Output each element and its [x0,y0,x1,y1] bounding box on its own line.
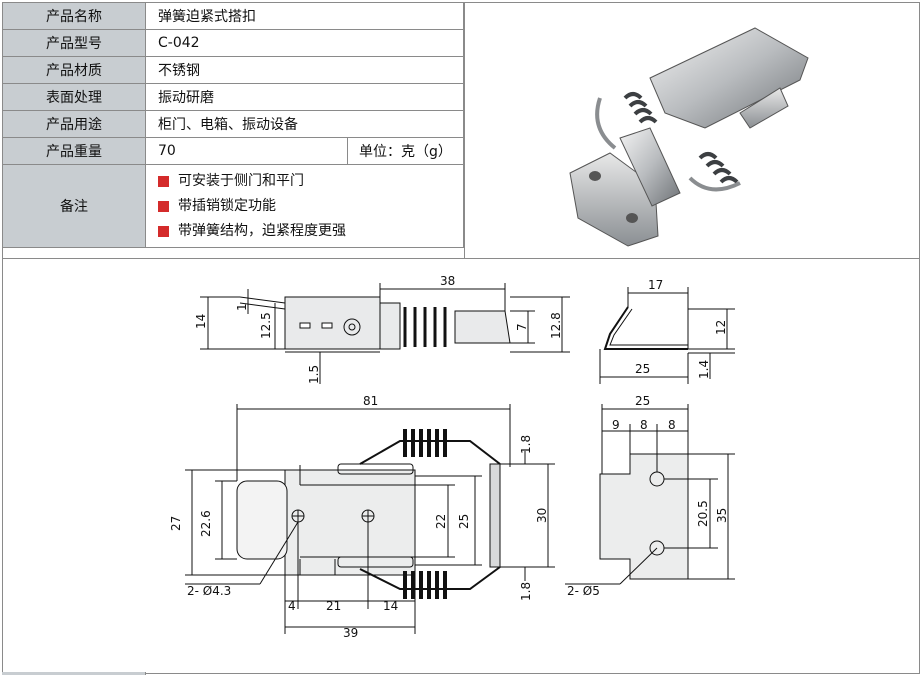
end-view [599,287,735,384]
spec-value: 70 [145,137,348,165]
red-square-bullet-icon [158,175,169,187]
latch-body [649,27,809,129]
dim-label: 1.4 [697,360,711,379]
photo-divider [464,2,465,258]
note-text: 可安装于侧门和平门 [178,172,304,189]
next-table-row-edge [2,672,920,675]
note-text: 带弹簧结构，迫紧程度更强 [178,222,346,239]
top-view [185,404,555,634]
mounting-hole-icon [589,171,601,181]
dim-label: 30 [535,508,549,523]
spec-key: 产品用途 [2,110,146,138]
table-row: 产品重量 70 单位：克（g） [2,137,464,165]
hole-callout: 2- Ø5 [567,584,600,598]
spec-key: 产品材质 [2,56,146,84]
spec-key: 产品重量 [2,137,146,165]
dim-label: 21 [326,599,341,613]
list-item: 带弹簧结构，迫紧程度更强 [158,219,463,244]
dim-label: 38 [440,274,455,288]
table-row: 备注 可安装于侧门和平门 带插销锁定功能 带弹簧结构，迫紧程度更强 [2,164,464,248]
spec-value: C-042 [145,29,464,57]
spec-table: 产品名称 弹簧迫紧式搭扣 产品型号 C-042 产品材质 不锈钢 表面处理 振动… [2,2,464,248]
dim-label: 8 [668,418,676,432]
dim-label: 1.8 [519,582,533,601]
next-row-key-cell [2,672,146,675]
plate-view [565,404,735,585]
notes-list: 可安装于侧门和平门 带插销锁定功能 带弹簧结构，迫紧程度更强 [158,167,463,246]
spec-key: 产品名称 [2,2,146,30]
spec-value: 弹簧迫紧式搭扣 [145,2,464,30]
dim-label: 25 [635,362,650,376]
spec-key: 表面处理 [2,83,146,111]
side-spring-coils [403,307,447,347]
dim-label: 1 [235,303,249,311]
notes-key: 备注 [2,164,146,248]
dim-label: 1.8 [519,435,533,454]
dim-label: 14 [383,599,398,613]
table-row: 产品名称 弹簧迫紧式搭扣 [2,2,464,30]
mounting-hole-icon [626,213,638,223]
dim-label: 27 [169,516,183,531]
dim-label: 39 [343,626,358,640]
dim-label: 7 [515,323,529,331]
table-row: 产品型号 C-042 [2,29,464,57]
hinge-bar [619,127,681,207]
table-row: 产品用途 柜门、电箱、振动设备 [2,110,464,138]
latch-lever [739,87,789,129]
dim-label: 22.6 [199,510,213,537]
table-row: 产品材质 不锈钢 [2,56,464,84]
dim-label: 4 [288,599,296,613]
technical-drawing: 38 14 1 12.5 7 12.8 1.5 17 12 1.4 25 81 … [169,274,735,640]
red-square-bullet-icon [158,200,169,212]
spec-value: 不锈钢 [145,56,464,84]
list-item: 带插销锁定功能 [158,194,463,219]
list-item: 可安装于侧门和平门 [158,169,463,194]
notes-cell: 可安装于侧门和平门 带插销锁定功能 带弹簧结构，迫紧程度更强 [145,164,464,248]
section-divider [2,258,920,259]
table-row: 表面处理 振动研磨 [2,83,464,111]
spec-key: 产品型号 [2,29,146,57]
dim-label: 1.5 [307,365,321,384]
dim-label: 81 [363,394,378,408]
hole-callout: 2- Ø4.3 [187,584,231,598]
dim-label: 8 [640,418,648,432]
mounting-plate [569,152,659,247]
dim-label: 25 [635,394,650,408]
product-photo [569,27,809,247]
dim-label: 9 [612,418,620,432]
dim-label: 12 [714,320,728,335]
dim-label: 12.8 [549,312,563,339]
weight-unit: 单位：克（g） [347,137,464,165]
spec-value: 柜门、电箱、振动设备 [145,110,464,138]
spec-value: 振动研磨 [145,83,464,111]
wire-loop [595,97,741,192]
dim-label: 25 [457,514,471,529]
dim-label: 20.5 [696,500,710,527]
side-view [200,283,570,384]
dim-label: 14 [194,314,208,329]
spring-upper [623,92,658,124]
dim-label: 17 [648,278,663,292]
dim-label: 12.5 [259,312,273,339]
note-text: 带插销锁定功能 [178,197,276,214]
dim-label: 22 [434,514,448,529]
top-spring-coils [403,429,447,599]
red-square-bullet-icon [158,225,169,237]
dim-label: 35 [715,508,729,523]
spring-lower [698,152,739,184]
